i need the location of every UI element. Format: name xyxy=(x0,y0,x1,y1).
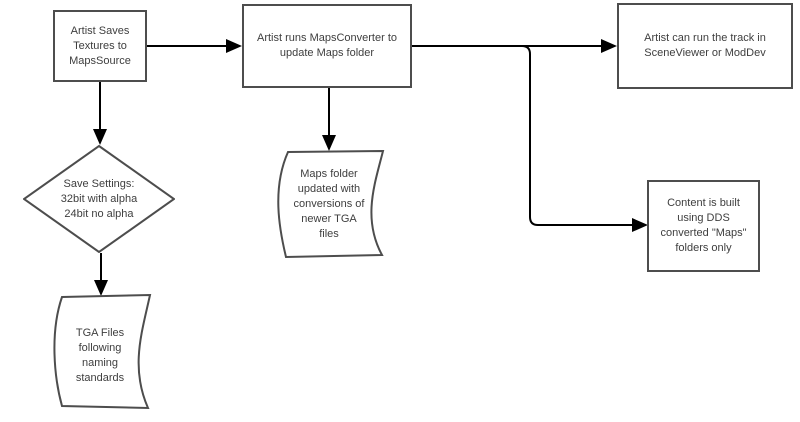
node-runs-converter-label: Artist runs MapsConverter to update Maps… xyxy=(257,32,397,59)
edge-saves-to-settings xyxy=(93,82,107,145)
node-maps-folder: Maps folder updated with conversions of … xyxy=(270,148,388,260)
arrowhead-icon xyxy=(322,135,336,151)
document-shape xyxy=(53,293,152,410)
node-save-settings-label: Save Settings: 32bit with alpha 24bit no… xyxy=(60,177,138,220)
node-tga-files: TGA Files following naming standards xyxy=(46,292,154,412)
node-saves-textures-label: Artist Saves Textures to MapsSource xyxy=(69,24,131,67)
edge-settings-to-tga xyxy=(94,253,108,296)
node-runs-converter: Artist runs MapsConverter to update Maps… xyxy=(242,4,412,88)
node-run-track: Artist can run the track in SceneViewer … xyxy=(617,3,793,89)
arrowhead-icon xyxy=(601,39,617,53)
node-save-settings: Save Settings: 32bit with alpha 24bit no… xyxy=(23,145,175,253)
node-tga-files-label: TGA Files following naming standards xyxy=(75,327,125,384)
decision-diamond-shape xyxy=(23,145,175,253)
edge-converter-to-content xyxy=(412,45,648,232)
arrowhead-icon xyxy=(93,129,107,145)
node-maps-folder-label: Maps folder updated with conversions of … xyxy=(293,167,365,240)
arrowhead-icon xyxy=(632,218,648,232)
node-content-built-label: Content is built using DDS converted "Ma… xyxy=(660,197,747,254)
arrowhead-icon xyxy=(94,280,108,296)
node-run-track-label: Artist can run the track in SceneViewer … xyxy=(644,32,766,59)
edge-saves-to-converter xyxy=(147,39,242,53)
node-saves-textures: Artist Saves Textures to MapsSource xyxy=(53,10,147,82)
edge-converter-to-maps xyxy=(322,88,336,151)
node-content-built: Content is built using DDS converted "Ma… xyxy=(647,180,760,272)
arrowhead-icon xyxy=(226,39,242,53)
document-shape xyxy=(277,149,385,259)
